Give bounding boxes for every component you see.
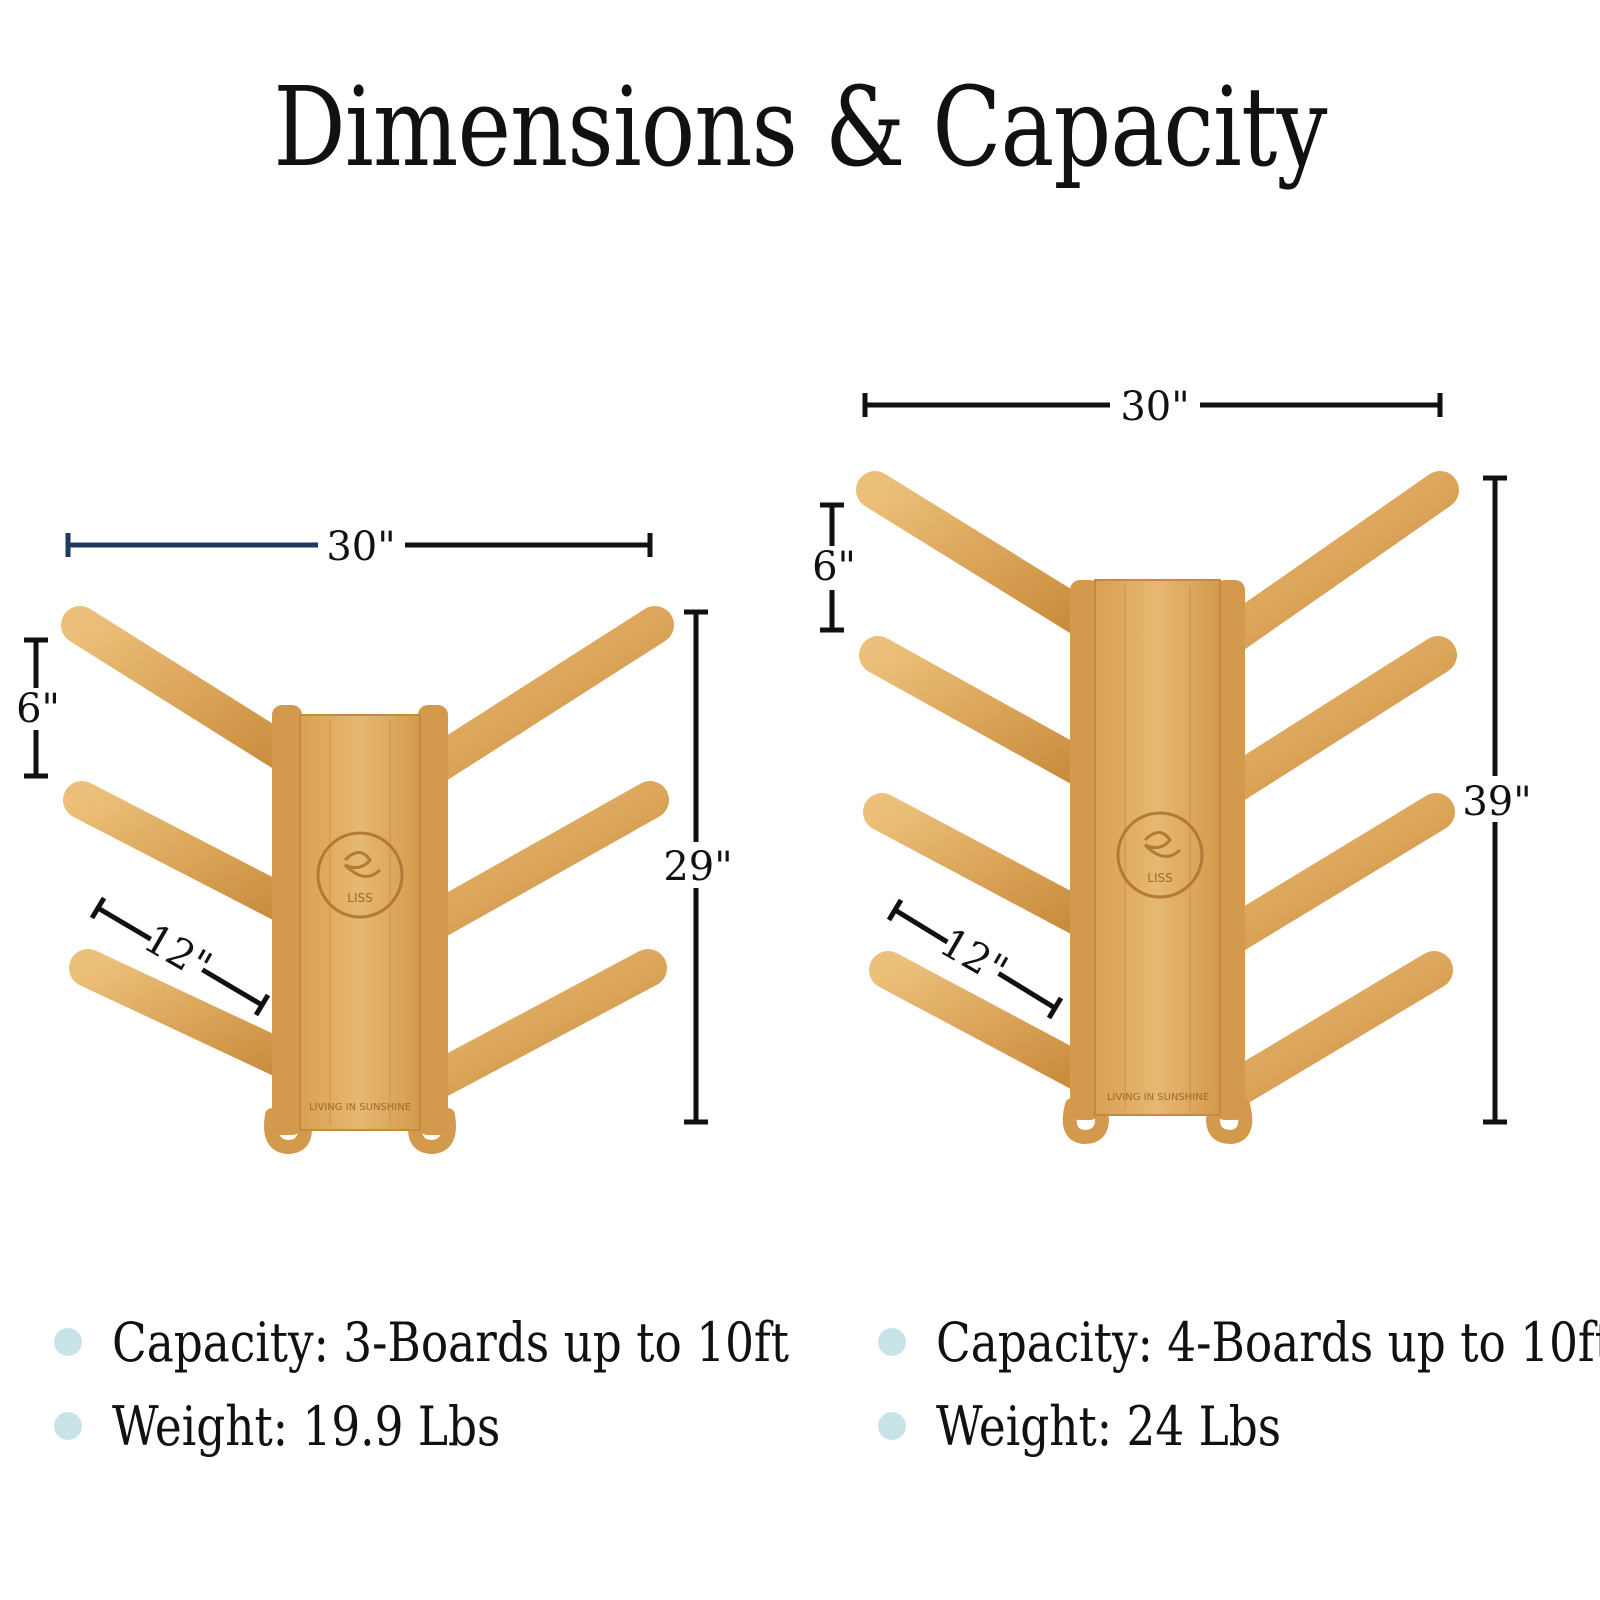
specs-4-board: Capacity: 4-Boards up to 10ft Weight: 24… bbox=[878, 1300, 1600, 1468]
hook-right bbox=[408, 1108, 456, 1155]
spacing-label: 6" bbox=[812, 544, 856, 590]
spec-capacity-text: Capacity: 3-Boards up to 10ft bbox=[112, 1310, 789, 1374]
arm-right-1 bbox=[1206, 471, 1459, 659]
height-label: 39" bbox=[1462, 779, 1531, 825]
bracket-right bbox=[418, 705, 448, 1135]
hook-right bbox=[1206, 1098, 1253, 1145]
hook-left bbox=[1062, 1098, 1109, 1145]
page-title: Dimensions & Capacity bbox=[273, 63, 1327, 191]
rack-4-board: LISS LIVING IN SUNSHINE 30" 6" 12" 39" bbox=[812, 384, 1532, 1145]
bracket-right bbox=[1215, 580, 1245, 1120]
brand-text: LIVING IN SUNSHINE bbox=[309, 1102, 411, 1113]
arm-right-2 bbox=[1206, 636, 1457, 809]
spec-capacity: Capacity: 4-Boards up to 10ft bbox=[878, 1300, 1600, 1384]
arm-right-4 bbox=[1206, 951, 1453, 1114]
brand-text: LIVING IN SUNSHINE bbox=[1107, 1092, 1209, 1103]
rack-3-arms bbox=[61, 606, 674, 1104]
bullet-icon bbox=[54, 1328, 82, 1356]
arm-right-3 bbox=[1206, 793, 1455, 959]
arm-right-1 bbox=[409, 606, 674, 789]
spacing-label: 6" bbox=[16, 686, 60, 732]
bullet-icon bbox=[54, 1412, 82, 1440]
liss-logo-icon bbox=[316, 831, 404, 919]
spec-weight-text: Weight: 24 Lbs bbox=[936, 1394, 1282, 1458]
spec-capacity-text: Capacity: 4-Boards up to 10ft bbox=[936, 1310, 1600, 1374]
arm-left-1 bbox=[856, 471, 1104, 639]
rack-3-panel bbox=[299, 714, 421, 1131]
spec-weight: Weight: 24 Lbs bbox=[878, 1384, 1600, 1468]
height-label: 29" bbox=[663, 844, 732, 890]
logo-text: LISS bbox=[1147, 871, 1172, 885]
specs-3-board: Capacity: 3-Boards up to 10ft Weight: 19… bbox=[54, 1300, 918, 1468]
bracket-left bbox=[1070, 580, 1100, 1120]
bracket-left bbox=[272, 705, 302, 1135]
arm-left-3 bbox=[69, 949, 314, 1084]
width-label: 30" bbox=[1120, 384, 1189, 430]
arm-left-3 bbox=[863, 793, 1104, 939]
arm-right-3 bbox=[409, 949, 667, 1104]
arm-left-4 bbox=[869, 951, 1104, 1094]
rack-4-arms bbox=[856, 471, 1459, 1114]
width-label: 30" bbox=[326, 524, 395, 570]
spec-weight-text: Weight: 19.9 Lbs bbox=[112, 1394, 501, 1458]
rack-3-board: LISS LIVING IN SUNSHINE 30" 6" 12" 29" bbox=[16, 524, 733, 1155]
arm-right-2 bbox=[409, 781, 669, 944]
spec-capacity: Capacity: 3-Boards up to 10ft bbox=[54, 1300, 918, 1384]
bullet-icon bbox=[878, 1328, 906, 1356]
bullet-icon bbox=[878, 1412, 906, 1440]
arm-left-1 bbox=[61, 606, 314, 779]
logo-text: LISS bbox=[347, 891, 372, 905]
hook-left bbox=[264, 1108, 312, 1155]
spec-weight: Weight: 19.9 Lbs bbox=[54, 1384, 918, 1468]
arm-left-2 bbox=[859, 636, 1104, 789]
liss-logo-icon bbox=[1116, 811, 1204, 899]
arm-left-2 bbox=[63, 781, 314, 929]
